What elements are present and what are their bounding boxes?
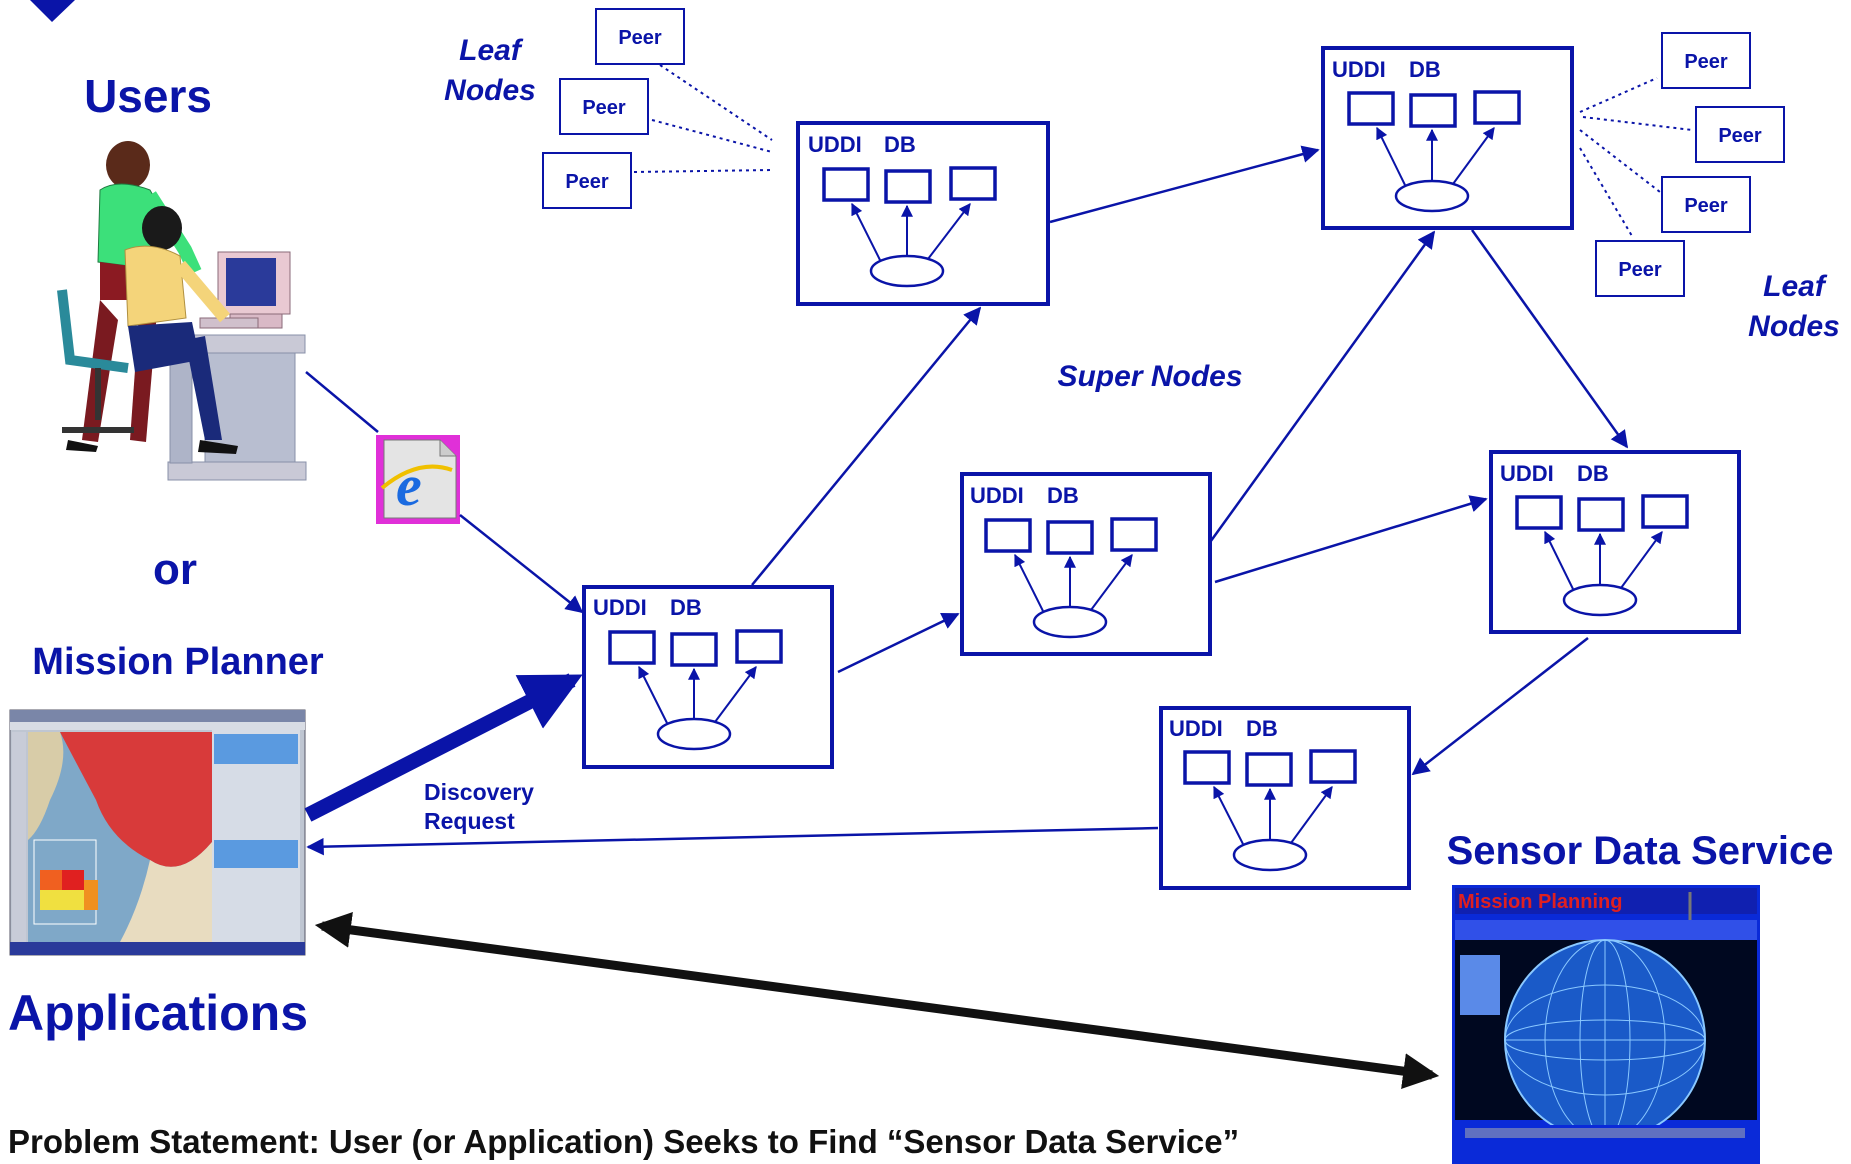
discovery-response-arrow (306, 826, 1159, 856)
svg-text:Peer: Peer (1618, 259, 1662, 281)
globe-screen-icon: Mission Planning (1452, 885, 1760, 1164)
internet-explorer-icon: e (376, 435, 460, 524)
peer-node: Peer (1695, 106, 1785, 163)
node-db-label: DB (884, 132, 916, 157)
discovery-request-line2: Request (424, 808, 515, 834)
super-node-link-d-b (1206, 230, 1436, 546)
node-db-label: DB (670, 595, 702, 620)
peer-node: Peer (595, 8, 685, 65)
leaf-nodes-left-line2: Nodes (444, 74, 536, 107)
mission-planner-query-arrow (304, 673, 583, 822)
node-uddi-label: UDDI (1332, 57, 1386, 82)
browser-to-node-arrow (459, 514, 584, 614)
super-nodes-label: Super Nodes (1057, 360, 1242, 393)
node-uddi-label: UDDI (970, 483, 1024, 508)
mission-planner-label: Mission Planner (32, 641, 324, 683)
node-db-label: DB (1409, 57, 1441, 82)
leaf-nodes-left-line1: Leaf (459, 34, 524, 67)
applications-label: Applications (8, 985, 308, 1041)
logo-fragment-icon (30, 0, 75, 22)
svg-text:Peer: Peer (1718, 125, 1762, 147)
peer-node: Peer (1661, 32, 1751, 89)
problem-statement: Problem Statement: User (or Application)… (8, 1123, 1239, 1160)
node-db-label: DB (1246, 716, 1278, 741)
super-node-b: UDDI DB (1321, 46, 1574, 230)
sensor-data-service-label: Sensor Data Service (1447, 829, 1834, 873)
discovery-request-line1: Discovery (424, 779, 534, 805)
svg-text:Peer: Peer (1684, 51, 1728, 73)
super-node-link-c-d (837, 612, 960, 674)
node-uddi-label: UDDI (1169, 716, 1223, 741)
super-node-c: UDDI DB (582, 585, 834, 769)
mission-planning-screen-title: Mission Planning (1458, 891, 1622, 913)
or-label: or (153, 545, 197, 594)
super-node-link-e-f (1411, 637, 1589, 776)
users-label: Users (84, 70, 212, 122)
peer-node: Peer (542, 152, 632, 209)
svg-text:Peer: Peer (565, 171, 609, 193)
node-uddi-label: UDDI (593, 595, 647, 620)
leaf-nodes-right-line2: Nodes (1748, 310, 1840, 343)
leaf-peer-links (633, 64, 1693, 237)
node-db-label: DB (1577, 461, 1609, 486)
peer-node: Peer (559, 78, 649, 135)
super-node-link-d-e (1214, 495, 1488, 584)
leaf-nodes-right-line1: Leaf (1763, 270, 1828, 303)
mission-planner-map-icon (9, 709, 306, 956)
svg-text:e: e (396, 453, 422, 518)
svg-text:Peer: Peer (1684, 195, 1728, 217)
direct-service-binding-arrow (314, 911, 1440, 1090)
peer-node: Peer (1595, 240, 1685, 297)
users-to-browser-line (305, 371, 379, 433)
super-node-link-c-a (751, 306, 982, 586)
super-node-d: UDDI DB (960, 472, 1212, 656)
node-uddi-label: UDDI (808, 132, 862, 157)
node-db-label: DB (1047, 483, 1079, 508)
svg-text:Peer: Peer (618, 27, 662, 49)
super-node-link-a-b (1049, 145, 1320, 224)
super-node-f: UDDI DB (1159, 706, 1411, 890)
super-node-e: UDDI DB (1489, 450, 1741, 634)
users-at-computer-icon (57, 141, 307, 481)
super-node-link-b-e (1470, 229, 1629, 449)
peer-node: Peer (1661, 176, 1751, 233)
node-uddi-label: UDDI (1500, 461, 1554, 486)
svg-text:Peer: Peer (582, 97, 626, 119)
super-node-a: UDDI DB (796, 121, 1050, 306)
